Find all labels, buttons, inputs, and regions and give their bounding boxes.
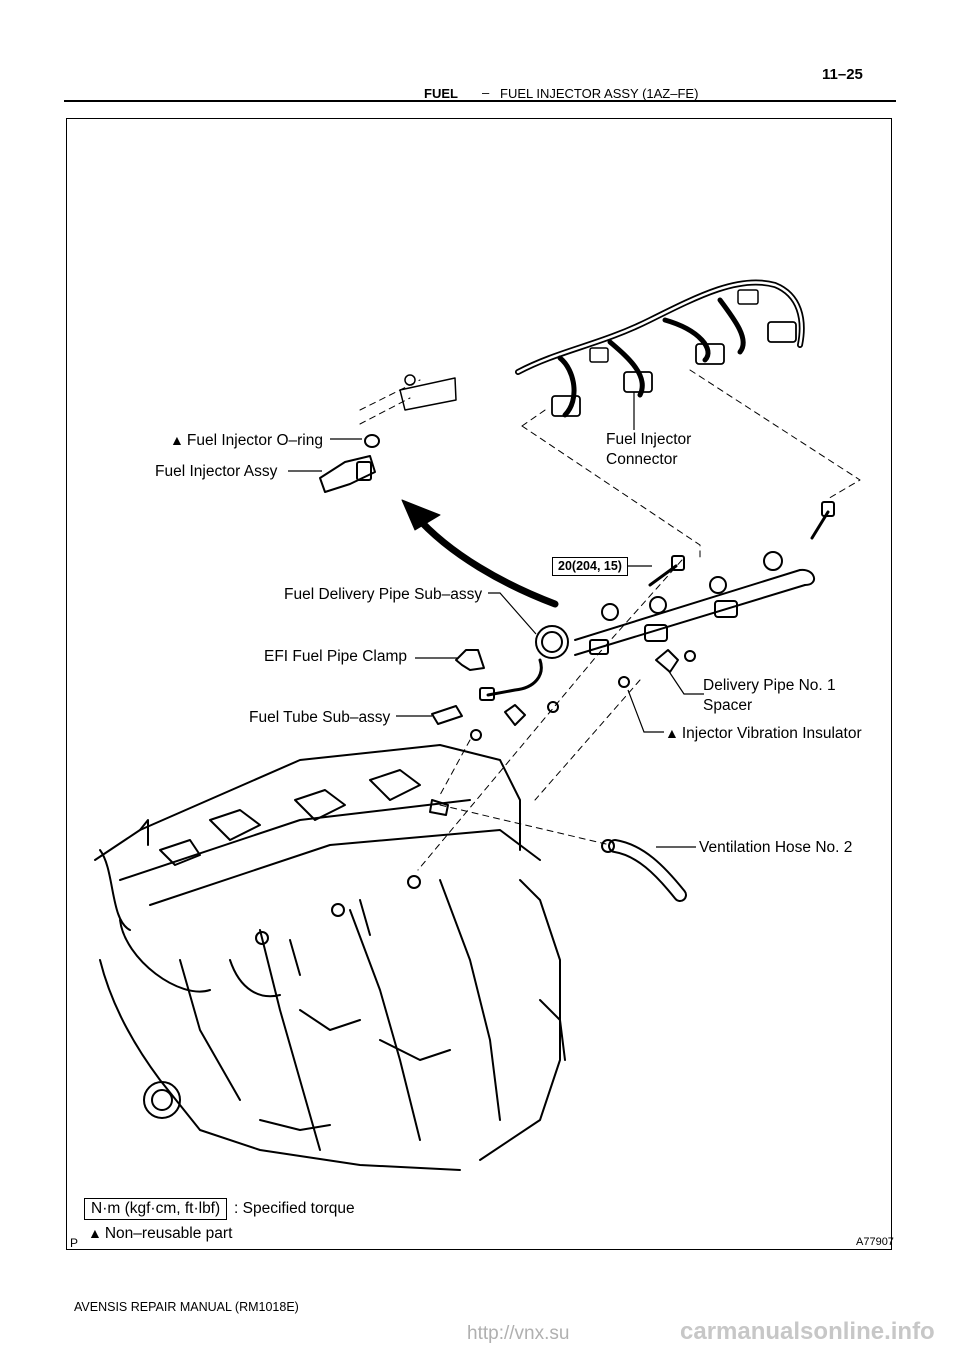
pipe-clamp <box>455 649 485 671</box>
label-fuel-injector-o-ring: ▲Fuel Injector O–ring <box>170 432 323 449</box>
legend-torque-desc: : Specified torque <box>234 1200 355 1217</box>
page-number: 11–25 <box>822 66 863 83</box>
torque-spec: 20(204, 15) <box>552 557 628 576</box>
leader-pipe-clamp <box>415 657 457 659</box>
header-separator: – <box>482 85 490 100</box>
triangle-icon: ▲ <box>170 432 184 448</box>
watermark-site: carmanualsonline.info <box>680 1318 935 1345</box>
manual-footer: AVENSIS REPAIR MANUAL (RM1018E) <box>74 1300 299 1314</box>
legend-torque-unit: N·m (kgf·cm, ft·lbf) <box>84 1198 228 1220</box>
guide-lines <box>359 369 861 871</box>
legend-nonreusable: ▲Non–reusable part <box>88 1225 233 1242</box>
ghost-injector <box>399 374 457 411</box>
leader-insulator <box>627 689 664 733</box>
watermark-url: http://vnx.su <box>467 1323 570 1344</box>
triangle-icon: ▲ <box>88 1225 102 1241</box>
fuel-injector <box>319 455 376 493</box>
leader-connector <box>633 392 635 430</box>
leader-fuel-tube <box>396 715 432 717</box>
engine-block <box>94 744 566 1171</box>
section-name: FUEL <box>424 86 458 101</box>
ventilation-hose <box>601 839 687 902</box>
leader-o-ring <box>330 438 362 440</box>
figure-frame <box>66 118 892 1250</box>
fuel-delivery-pipe <box>535 551 815 659</box>
leader-injector-assy <box>288 470 322 472</box>
spacer <box>655 649 679 673</box>
label-ventilation-hose: Ventilation Hose No. 2 <box>699 839 853 856</box>
label-fuel-injector-connector: Fuel Injector Connector <box>606 431 692 468</box>
leader-ventilation-hose <box>656 846 696 848</box>
leader-torque <box>628 565 652 567</box>
triangle-icon: ▲ <box>665 725 679 741</box>
header-rule <box>64 100 896 102</box>
fuel-tube-part <box>431 705 463 725</box>
label-fuel-injector-assy: Fuel Injector Assy <box>155 463 278 480</box>
label-fuel-delivery-pipe: Fuel Delivery Pipe Sub–assy <box>284 586 483 603</box>
page-title: FUEL INJECTOR ASSY (1AZ–FE) <box>500 86 699 101</box>
bolts <box>648 501 835 587</box>
label-delivery-pipe-spacer: Delivery Pipe No. 1 Spacer <box>703 677 836 714</box>
label-injector-vibration-insulator: ▲Injector Vibration Insulator <box>665 725 862 742</box>
figure-corner-mark: P <box>70 1236 79 1250</box>
leader-spacer <box>667 669 704 695</box>
figure-code: A77907 <box>856 1236 894 1248</box>
wire-harness <box>515 279 805 418</box>
leader-delivery-pipe <box>488 592 537 635</box>
o-ring <box>364 434 380 448</box>
label-fuel-tube-sub-assy: Fuel Tube Sub–assy <box>249 709 391 726</box>
label-efi-fuel-pipe-clamp: EFI Fuel Pipe Clamp <box>264 648 407 665</box>
